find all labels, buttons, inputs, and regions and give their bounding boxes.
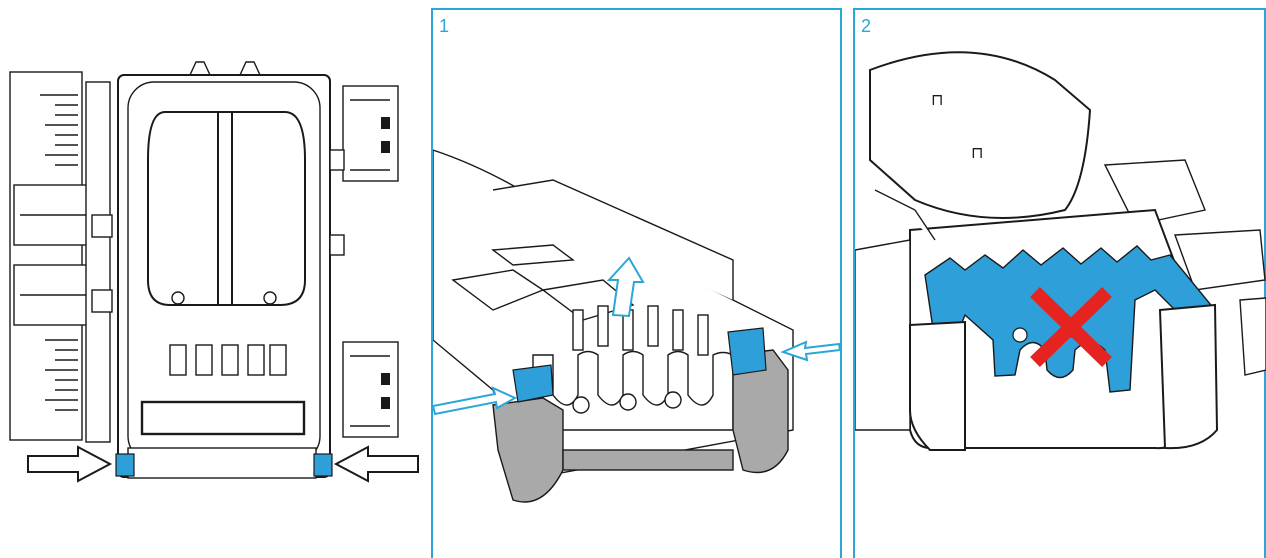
step-1-illustration	[433, 149, 840, 503]
red-cross-icon	[1030, 286, 1112, 368]
clip-right	[313, 453, 333, 477]
left-rack	[9, 71, 83, 441]
step-number: 2	[861, 16, 872, 36]
fiber-guides	[169, 344, 287, 376]
gray-holder-left	[492, 397, 564, 503]
push-arrow-right	[780, 340, 840, 362]
clip-left	[512, 364, 554, 403]
splice-area	[147, 111, 306, 306]
push-arrow-left	[27, 445, 113, 483]
right-rack-bottom	[342, 341, 399, 438]
bottom-bar	[140, 400, 306, 436]
round-tray	[869, 51, 1092, 219]
step-2-illustration: ⊓ ⊓	[855, 51, 1266, 451]
clip-left	[115, 453, 135, 477]
svg-text:⊓: ⊓	[931, 92, 943, 109]
step-panel-1: 1	[431, 8, 842, 558]
clip-right	[727, 327, 767, 376]
right-rack-top	[342, 85, 399, 182]
lift-arrow	[606, 256, 645, 318]
step-panel-2: 2 ⊓ ⊓	[853, 8, 1266, 558]
svg-text:⊓: ⊓	[971, 145, 983, 162]
push-arrow-left	[433, 386, 518, 416]
gray-holder-right	[732, 349, 789, 474]
step-number: 1	[439, 16, 450, 36]
overview-illustration	[9, 61, 419, 483]
push-arrow-right	[333, 445, 419, 483]
left-rack-ticks	[40, 94, 78, 411]
